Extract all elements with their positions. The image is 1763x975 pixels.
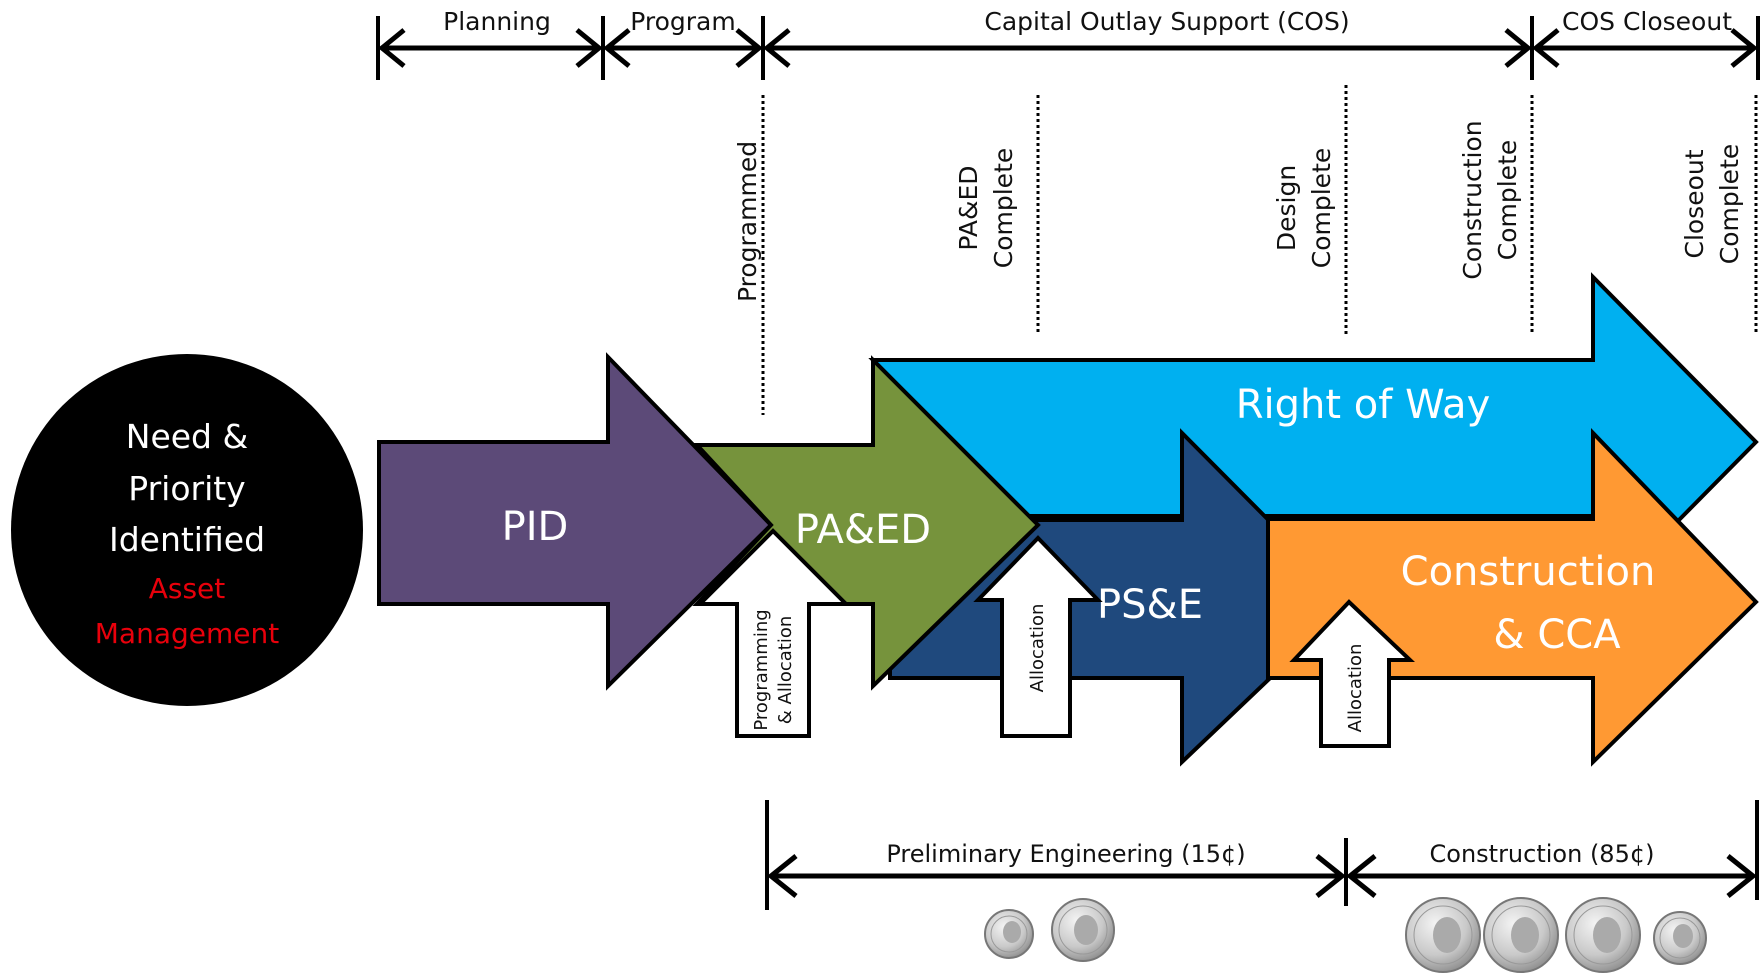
need-line-1: Need & xyxy=(126,417,248,456)
phase-label-planning: Planning xyxy=(443,7,551,36)
programming-allocation-label: Programming & Allocation xyxy=(751,609,796,730)
svg-text:PA&ED: PA&ED xyxy=(954,165,983,250)
funding-timeline: Preliminary Engineering (15¢) Constructi… xyxy=(765,800,1759,910)
coins xyxy=(984,897,1707,973)
allocation-arrow-pse xyxy=(973,535,1103,738)
nickel-icon xyxy=(1051,898,1115,962)
pse-arrow xyxy=(888,428,1353,767)
milestone-label-closeout: Closeout Complete xyxy=(1680,144,1744,264)
need-priority-circle: Need & Priority Identified Asset Managem… xyxy=(11,354,363,706)
svg-text:Complete: Complete xyxy=(1715,144,1744,264)
asset-line-1: Asset xyxy=(149,572,226,605)
milestones: Programmed PA&ED Complete Design Complet… xyxy=(733,85,1758,415)
svg-text:Construction: Construction xyxy=(1458,120,1487,279)
allocation-label-construction: Allocation xyxy=(1345,644,1366,733)
asset-line-2: Management xyxy=(95,617,279,650)
svg-text:& Allocation: & Allocation xyxy=(775,616,796,725)
paed-arrow xyxy=(692,355,1041,691)
svg-text:Design: Design xyxy=(1272,165,1301,251)
dime-icon xyxy=(984,909,1034,959)
need-line-2: Priority xyxy=(128,469,245,508)
quarter-icon xyxy=(1565,897,1641,973)
programming-allocation-arrow xyxy=(695,528,851,738)
allocation-arrow-construction xyxy=(1289,599,1416,748)
allocation-label-pse: Allocation xyxy=(1027,604,1048,693)
milestone-label-construction: Construction Complete xyxy=(1458,120,1522,279)
milestone-label-programmed: Programmed xyxy=(733,141,762,302)
phase-label-cos: Capital Outlay Support (COS) xyxy=(984,7,1349,36)
milestone-label-paed: PA&ED Complete xyxy=(954,148,1018,268)
quarter-icon xyxy=(1483,897,1559,973)
construction-label-line-2: & CCA xyxy=(1493,612,1621,658)
allocation-arrows: Programming & Allocation Allocation Allo… xyxy=(695,528,1416,748)
need-line-3: Identified xyxy=(109,520,265,559)
construction-label-line-1: Construction xyxy=(1401,549,1656,595)
quarter-icon xyxy=(1405,897,1481,973)
pid-arrow xyxy=(377,352,774,691)
svg-text:Closeout: Closeout xyxy=(1680,149,1709,258)
svg-text:Programming: Programming xyxy=(751,609,772,730)
dime-icon xyxy=(1653,911,1707,965)
pse-label: PS&E xyxy=(1097,582,1203,628)
phase-label-closeout: COS Closeout xyxy=(1562,7,1732,36)
svg-text:Complete: Complete xyxy=(989,148,1018,268)
paed-label: PA&ED xyxy=(795,507,931,553)
milestone-label-design: Design Complete xyxy=(1272,148,1336,268)
preliminary-engineering-label: Preliminary Engineering (15¢) xyxy=(886,840,1245,868)
construction-funding-label: Construction (85¢) xyxy=(1430,840,1655,868)
svg-text:Complete: Complete xyxy=(1307,148,1336,268)
pid-label: PID xyxy=(502,504,569,550)
phase-timeline: Planning Program Capital Outlay Support … xyxy=(376,7,1760,80)
process-arrows: PID PA&ED Right of Way PS&E Construction… xyxy=(377,272,1759,767)
right-of-way-label: Right of Way xyxy=(1236,382,1491,428)
svg-text:Complete: Complete xyxy=(1493,140,1522,260)
phase-label-program: Program xyxy=(630,7,735,36)
